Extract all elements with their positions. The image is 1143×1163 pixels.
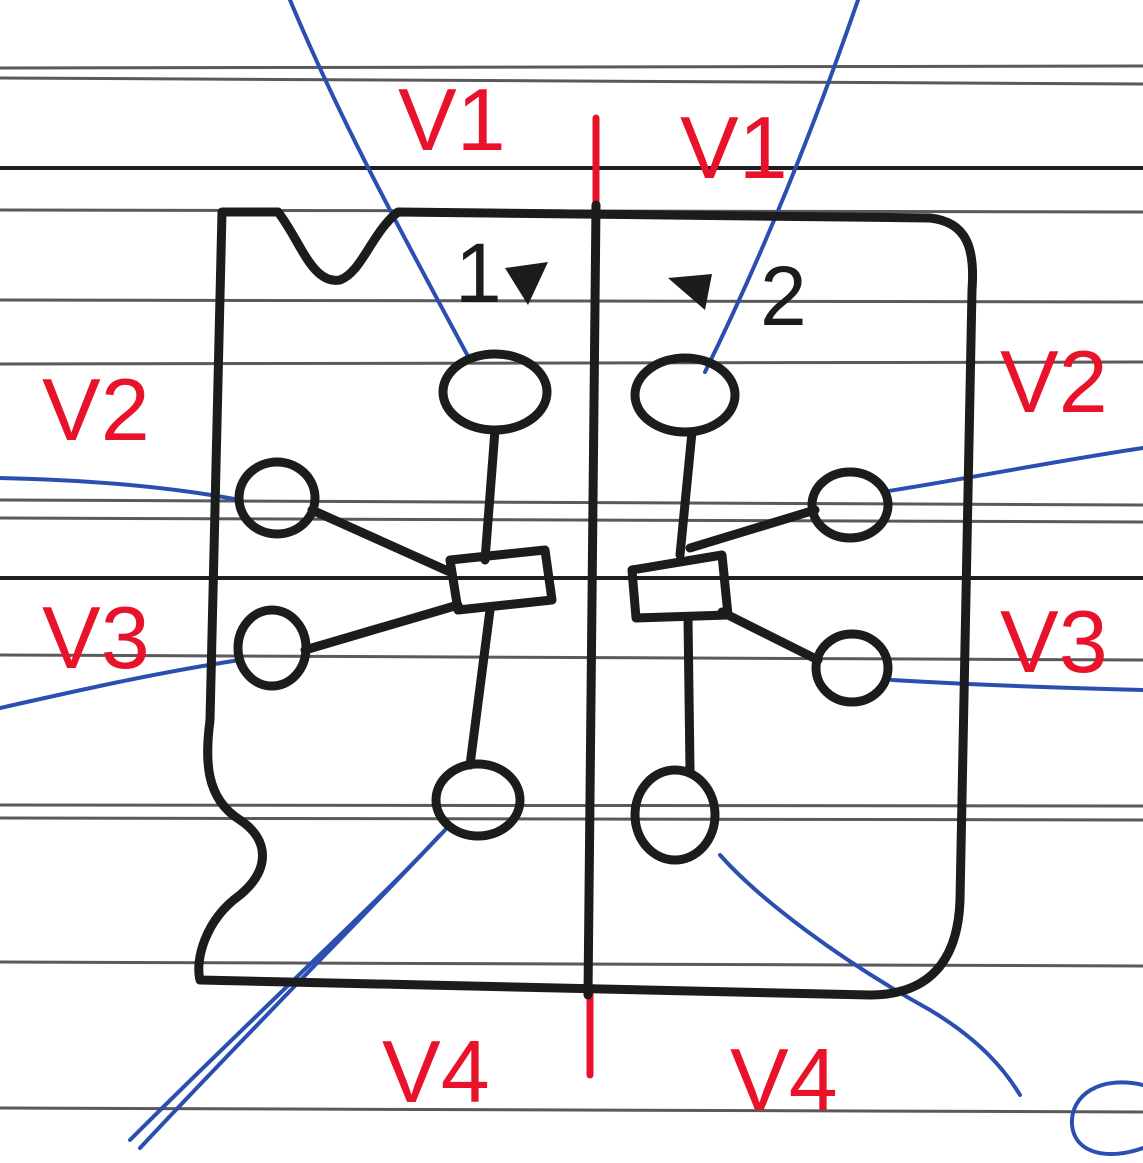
port-right-v4 — [630, 765, 720, 865]
port-right-v1 — [630, 353, 740, 437]
channel-left-v1 — [480, 425, 500, 565]
port-left-v2 — [234, 457, 320, 539]
wire-right-v1 — [703, 0, 860, 374]
ruled-line — [0, 960, 1143, 968]
triangle-marker-icon — [668, 274, 712, 310]
channel-left-v4 — [465, 605, 495, 770]
channel-right-v3 — [717, 607, 823, 665]
channel-right-v1 — [675, 427, 697, 560]
wire-right-v3 — [890, 678, 1143, 692]
cell-right-number: 2 — [760, 249, 807, 343]
wire-loop-stub — [1069, 1080, 1143, 1156]
port-right-v3 — [811, 629, 893, 707]
ruled-line — [0, 653, 1143, 662]
cell-left: 1 — [233, 226, 557, 841]
label-left-v4: V4 — [382, 1022, 490, 1121]
wire-left-v4-double — [138, 833, 442, 1150]
ruled-line — [0, 1106, 1143, 1114]
channel-left-v3 — [300, 600, 463, 655]
port-right-v2 — [807, 467, 893, 543]
ruled-lines — [0, 64, 1143, 1114]
label-right-v1: V1 — [680, 98, 788, 197]
port-left-v4 — [431, 759, 525, 841]
wire-right-v2 — [880, 446, 1143, 494]
ruled-line — [0, 816, 1143, 822]
ruled-line — [0, 298, 1143, 304]
label-left-v3: V3 — [42, 588, 150, 687]
labels: V1 V1 V2 V2 V3 V3 V4 V4 — [42, 70, 1108, 1129]
triangle-marker-icon — [505, 262, 548, 305]
label-left-v1: V1 — [398, 70, 506, 169]
cell-right: 2 — [627, 249, 893, 865]
label-right-v3: V3 — [1000, 592, 1108, 691]
channel-right-v2 — [685, 505, 820, 553]
chip-outline — [194, 207, 978, 1000]
ruled-line — [0, 64, 1143, 70]
ruled-line — [0, 498, 1143, 507]
ruled-line — [0, 76, 1143, 86]
wire-left-v1 — [288, 0, 472, 362]
ruled-line — [0, 803, 1143, 808]
ruled-line — [0, 516, 1143, 524]
label-left-v2: V2 — [42, 360, 150, 459]
cell-left-number: 1 — [455, 226, 502, 320]
wire-right-v4 — [718, 853, 1022, 1097]
ruled-line — [0, 360, 1143, 366]
chip-divider — [583, 200, 601, 1000]
channel-right-v4 — [683, 613, 695, 775]
label-right-v4: V4 — [730, 1030, 838, 1129]
channel-left-v2 — [307, 505, 455, 577]
label-right-v2: V2 — [1000, 332, 1108, 431]
wire-left-v2 — [0, 476, 242, 502]
chamber-left — [445, 545, 557, 615]
